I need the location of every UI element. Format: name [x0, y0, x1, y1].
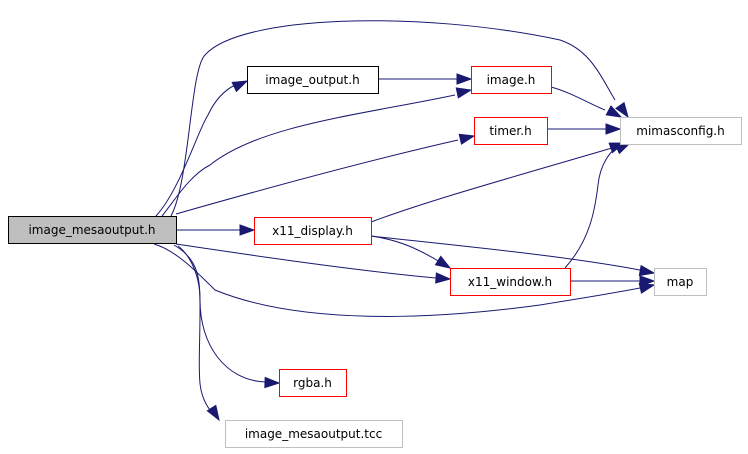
arrowhead-icon — [434, 255, 452, 269]
edges-layer — [153, 20, 656, 422]
edge-line — [564, 145, 621, 269]
node-label: x11_window.h — [468, 275, 552, 289]
node-box — [471, 66, 552, 94]
node-label: map — [667, 275, 694, 289]
node-label: image_mesaoutput.tcc — [245, 427, 382, 441]
arrowhead-icon — [639, 275, 656, 287]
arrowhead-icon — [615, 101, 629, 119]
edge-line — [175, 243, 437, 279]
edge-timer-h-to-mimasconfig-h — [547, 123, 622, 135]
node-timer-h[interactable]: timer.h — [474, 117, 548, 145]
edge-image-mesaoutput-h-to-image-h — [161, 87, 473, 217]
node-x11-window-h[interactable]: x11_window.h — [450, 268, 571, 296]
edge-image-mesaoutput-h-to-mimasconfig-h — [170, 20, 629, 217]
edge-line — [370, 147, 613, 223]
edge-image-mesaoutput-h-to-image-mesaoutput-tcc — [173, 244, 220, 422]
edge-image-output-h-to-image-h — [378, 73, 473, 85]
node-image-h[interactable]: image.h — [471, 66, 552, 94]
node-box — [254, 217, 372, 245]
node-box — [225, 420, 403, 448]
arrowhead-icon — [206, 404, 220, 422]
node-box — [450, 268, 571, 296]
edge-line — [155, 84, 236, 217]
node-map: map — [654, 268, 707, 296]
edge-line — [177, 245, 266, 383]
node-box — [279, 369, 347, 397]
edge-line — [173, 244, 211, 411]
edge-x11-display-h-to-mimasconfig-h — [370, 142, 626, 223]
edge-x11-window-h-to-mimasconfig-h — [564, 142, 632, 269]
arrowhead-icon — [458, 133, 476, 145]
nodes-layer: image_mesaoutput.h image_output.h image.h t… — [8, 66, 742, 448]
node-box — [474, 117, 548, 145]
node-label: x11_display.h — [272, 224, 353, 238]
arrowhead-icon — [455, 87, 473, 99]
edge-image-mesaoutput-h-to-timer-h — [175, 133, 476, 215]
node-box — [8, 216, 177, 244]
edge-image-mesaoutput-h-to-x11-window-h — [175, 243, 452, 284]
arrowhead-icon — [638, 264, 656, 277]
edge-image-mesaoutput-h-to-x11-display-h — [176, 224, 256, 236]
arrowhead-icon — [605, 105, 623, 118]
arrowhead-icon — [435, 272, 452, 284]
edge-line — [175, 139, 459, 215]
arrowhead-icon — [239, 224, 256, 236]
edge-line — [161, 94, 456, 217]
edge-line — [370, 235, 641, 271]
node-image-mesaoutput-h[interactable]: image_mesaoutput.h — [8, 216, 177, 244]
edge-image-h-to-mimasconfig-h — [550, 86, 623, 118]
node-image-output-h[interactable]: image_output.h — [247, 66, 379, 94]
arrowhead-icon — [605, 123, 622, 135]
node-label: rgba.h — [293, 376, 332, 390]
edge-line — [153, 243, 641, 317]
node-rgba-h[interactable]: rgba.h — [279, 369, 347, 397]
node-label: image.h — [487, 73, 536, 87]
edge-x11-window-h-to-map — [570, 275, 656, 287]
node-label: image_output.h — [265, 73, 359, 87]
node-box — [654, 268, 707, 296]
edge-line — [550, 86, 606, 111]
node-label: image_mesaoutput.h — [28, 223, 155, 237]
node-x11-display-h[interactable]: x11_display.h — [254, 217, 372, 245]
node-box — [620, 117, 742, 145]
node-mimasconfig-h: mimasconfig.h — [620, 117, 742, 145]
edge-image-mesaoutput-h-to-image-output-h — [155, 80, 249, 217]
edge-line — [170, 20, 616, 217]
arrowhead-icon — [231, 80, 249, 93]
node-image-mesaoutput-tcc: image_mesaoutput.tcc — [225, 420, 403, 448]
node-label: mimasconfig.h — [636, 124, 724, 138]
edge-x11-display-h-to-map — [370, 235, 656, 277]
arrowhead-icon — [456, 73, 473, 85]
node-label: timer.h — [489, 124, 531, 138]
node-box — [247, 66, 379, 94]
arrowhead-icon — [264, 376, 281, 389]
edge-image-mesaoutput-h-to-rgba-h — [177, 245, 281, 389]
edge-image-mesaoutput-h-to-map — [153, 243, 656, 317]
